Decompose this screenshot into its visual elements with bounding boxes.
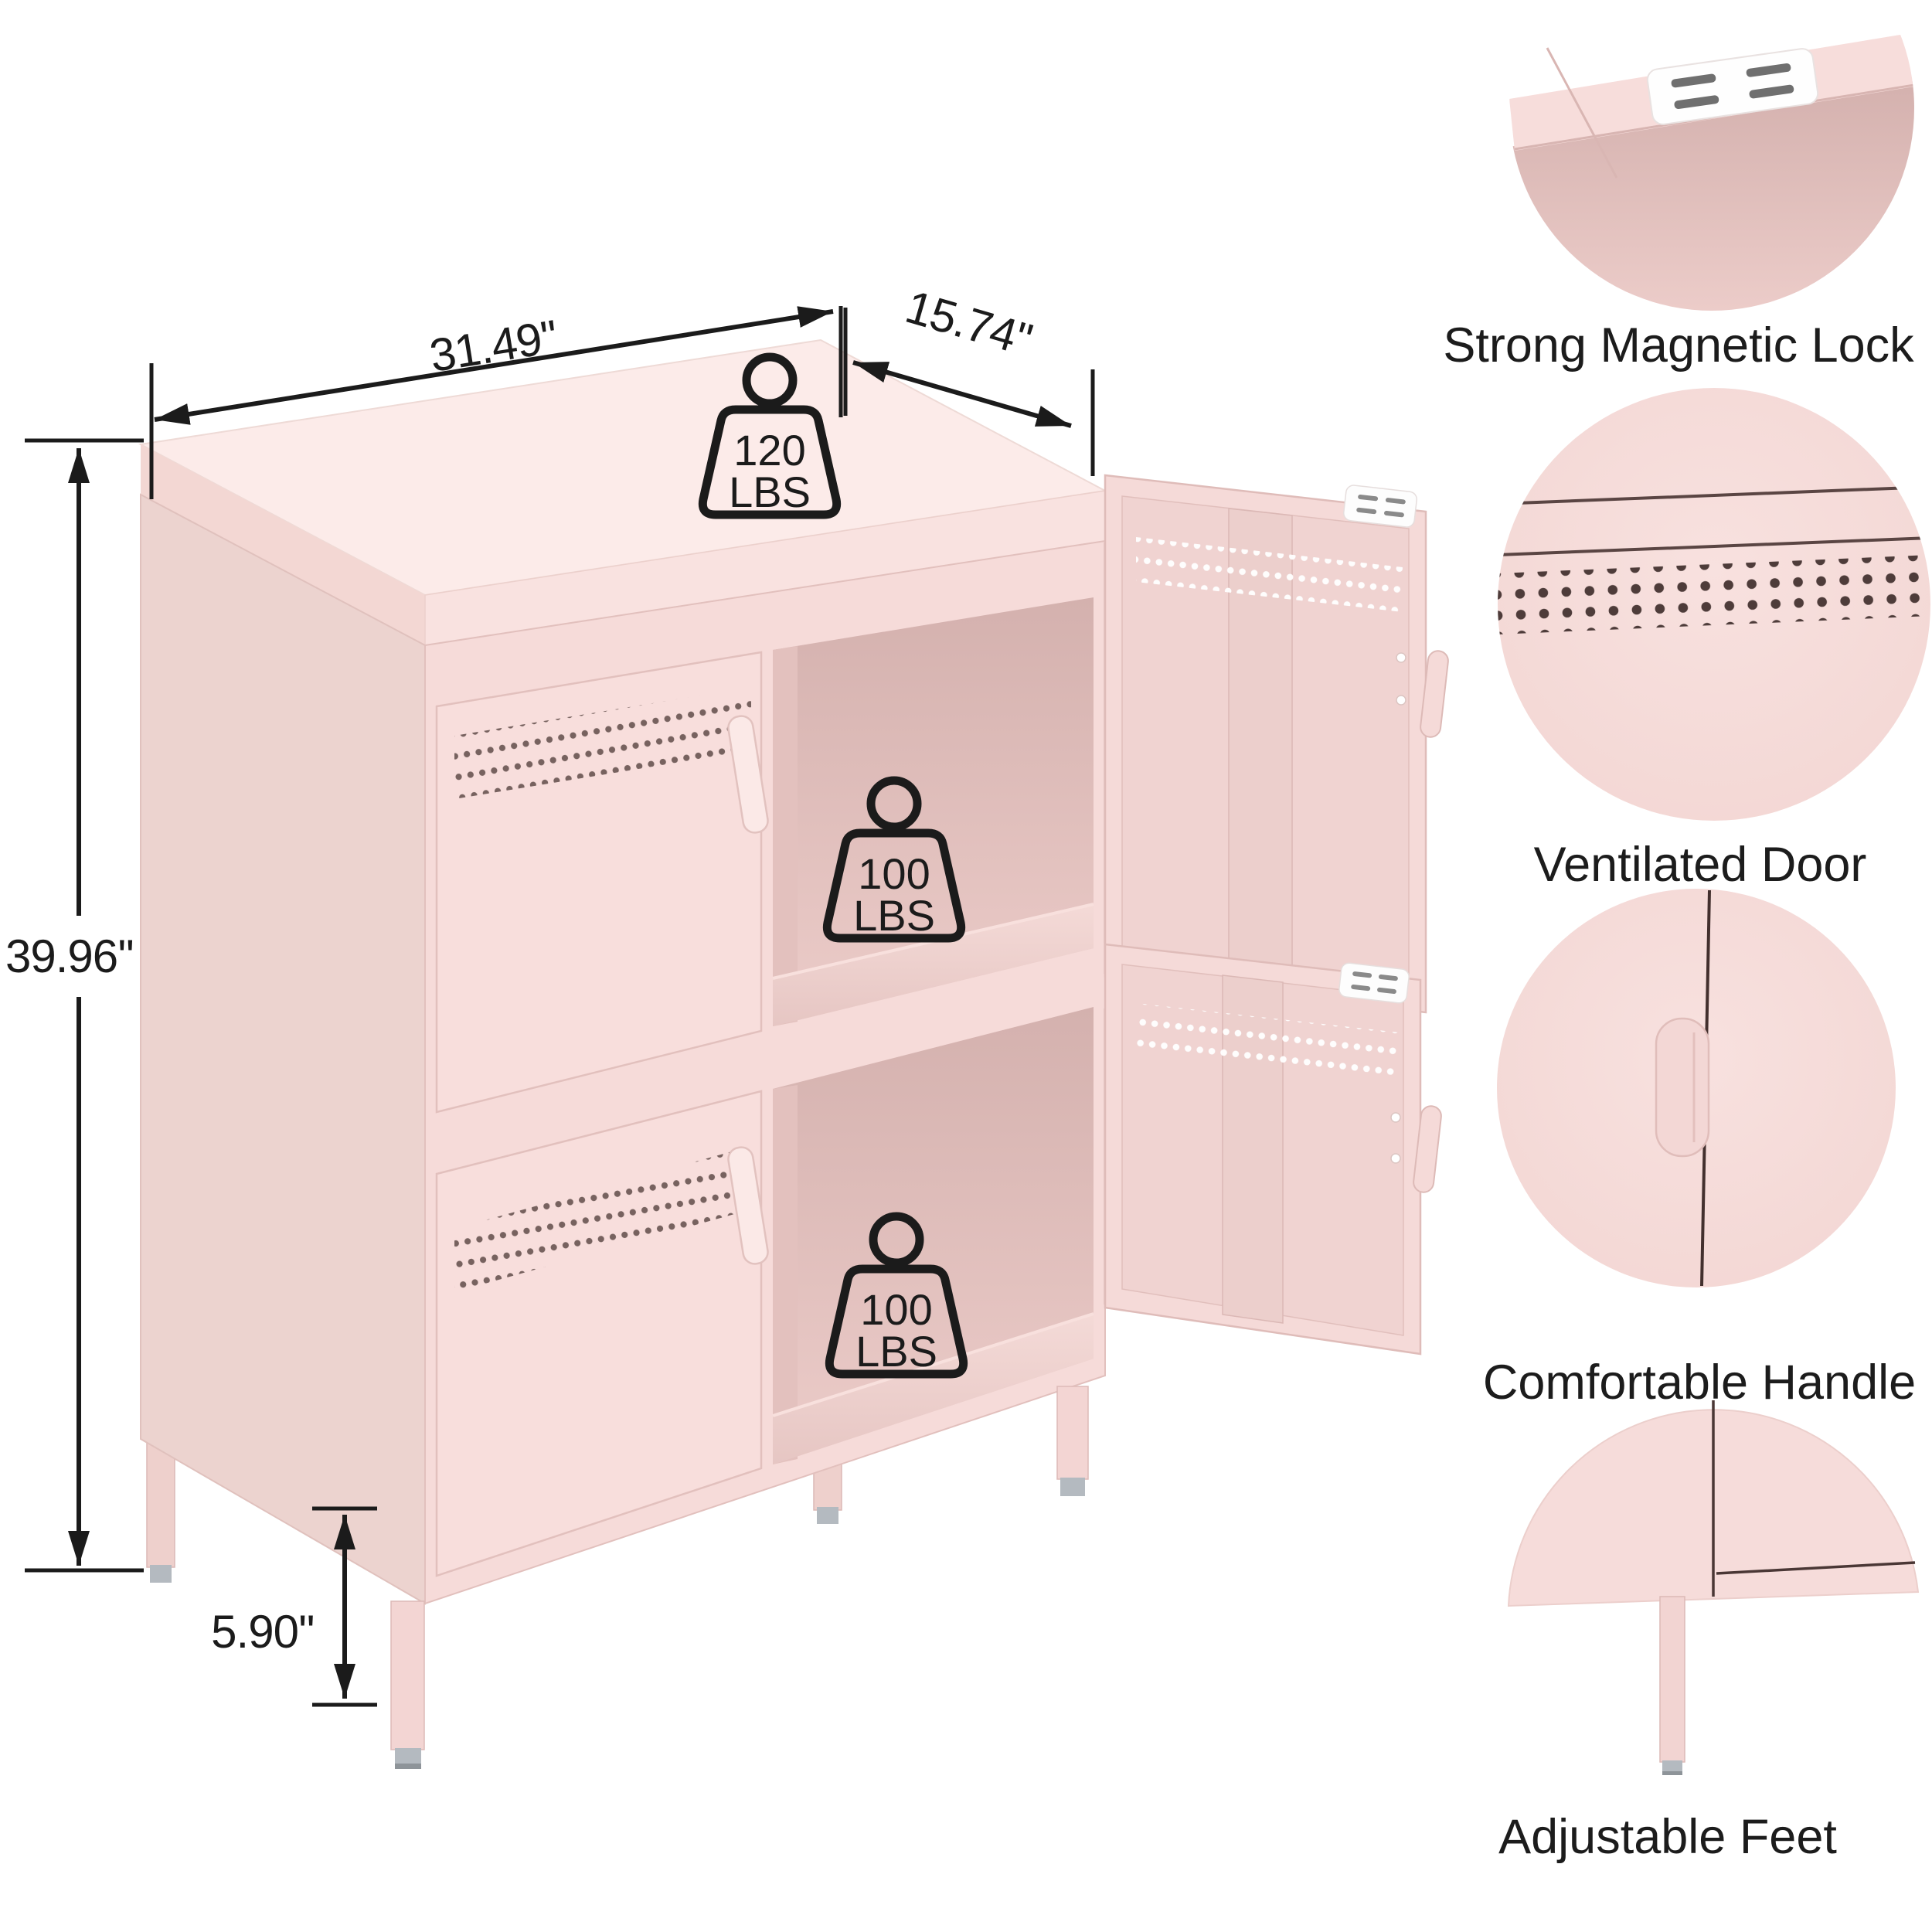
weight-capacity-badge-upper-shelf: 100 LBS xyxy=(822,776,966,943)
dimension-leg-height-label: 5.90'' xyxy=(211,1606,315,1658)
capacity-unit: LBS xyxy=(855,1327,937,1376)
ventilation-perforations xyxy=(454,1146,751,1292)
dimension-leg-height: 5.90'' xyxy=(211,1506,377,1707)
feature-callout-ventilated-door: Ventilated Door xyxy=(1498,388,1930,892)
weight-capacity-badge-lower-shelf: 100 LBS xyxy=(825,1212,968,1379)
dimension-width-label: 31.49'' xyxy=(426,310,561,382)
compartment-inner-wall xyxy=(773,646,798,1026)
weight-icon xyxy=(869,1212,924,1267)
feature-callout-handle: Comfortable Handle xyxy=(1483,889,1916,1410)
capacity-value: 100 xyxy=(860,1285,932,1334)
door-bottom-seam xyxy=(1716,1561,1916,1575)
leveling-foot-back-right xyxy=(817,1507,838,1524)
ventilation-perforations xyxy=(1136,537,1403,612)
door-handle-upper-right xyxy=(1420,650,1449,738)
magnetic-lock-plate-detail xyxy=(1646,48,1819,125)
ventilation-perforations-detail xyxy=(1498,555,1930,634)
door-handle-upper-left xyxy=(727,715,769,834)
feature-label: Ventilated Door xyxy=(1534,838,1867,892)
magnetic-lock-plate-lower xyxy=(1338,962,1410,1004)
magnetic-lock-detail-circle xyxy=(1509,0,1914,311)
cabinet-leg-back-left xyxy=(146,1440,175,1583)
weight-icon xyxy=(866,776,922,832)
hinge-screw xyxy=(1396,652,1406,663)
ventilation-perforations xyxy=(454,687,751,799)
hinge-screw xyxy=(1390,1112,1401,1123)
door-handle-lower-left xyxy=(727,1146,769,1265)
dimension-height: 39.96'' xyxy=(5,438,144,1573)
cabinet-top-slab-left-edge xyxy=(141,444,425,645)
dimension-depth-label: 15.74'' xyxy=(900,281,1038,366)
ventilation-perforations xyxy=(1136,1003,1399,1076)
leveling-foot-front-right xyxy=(1060,1478,1085,1496)
capacity-unit: LBS xyxy=(729,468,811,516)
feature-label: Adjustable Feet xyxy=(1498,1810,1837,1864)
dimension-line xyxy=(154,306,834,425)
closed-door-lower xyxy=(435,1090,769,1577)
open-door-upper xyxy=(1104,474,1449,1014)
cabinet-leg-detail xyxy=(1659,1596,1685,1763)
door-stiffener xyxy=(1222,975,1284,1324)
capacity-unit: LBS xyxy=(853,891,935,940)
hinge-screw xyxy=(1396,695,1406,706)
leveling-foot-back-left xyxy=(150,1565,172,1583)
feature-label: Strong Magnetic Lock xyxy=(1443,318,1914,372)
handle-detail xyxy=(1655,1017,1710,1158)
feature-label: Comfortable Handle xyxy=(1483,1355,1916,1410)
leveling-foot-detail xyxy=(1662,1760,1682,1774)
cabinet-leg-front-left xyxy=(390,1600,425,1769)
dimension-line xyxy=(852,360,1072,428)
open-compartment-lower xyxy=(772,1007,1094,1464)
door-handle-lower-right xyxy=(1413,1105,1442,1193)
closed-door-upper xyxy=(435,651,769,1114)
weight-icon-body xyxy=(822,828,966,943)
magnetic-lock-plate-upper xyxy=(1343,485,1417,528)
feature-callout-magnetic-lock: Strong Magnetic Lock xyxy=(1443,0,1914,372)
open-door-lower xyxy=(1104,943,1442,1355)
dimension-height-label: 39.96'' xyxy=(5,930,134,982)
capacity-value: 120 xyxy=(733,426,805,474)
feature-callout-adjustable-feet: Adjustable Feet xyxy=(1498,1400,1920,1864)
open-compartment-upper xyxy=(772,597,1094,1026)
cabinet-leg-front-right xyxy=(1056,1386,1089,1496)
capacity-value: 100 xyxy=(858,849,930,898)
compartment-inner-wall xyxy=(773,1085,798,1464)
cabinet-side-panel xyxy=(140,493,426,1605)
compartment-shelf xyxy=(773,904,1094,1026)
hinge-screw xyxy=(1390,1153,1401,1164)
cabinet-illustration xyxy=(138,338,1449,1769)
compartment-shelf xyxy=(773,1314,1094,1464)
weight-icon-body xyxy=(825,1264,968,1379)
